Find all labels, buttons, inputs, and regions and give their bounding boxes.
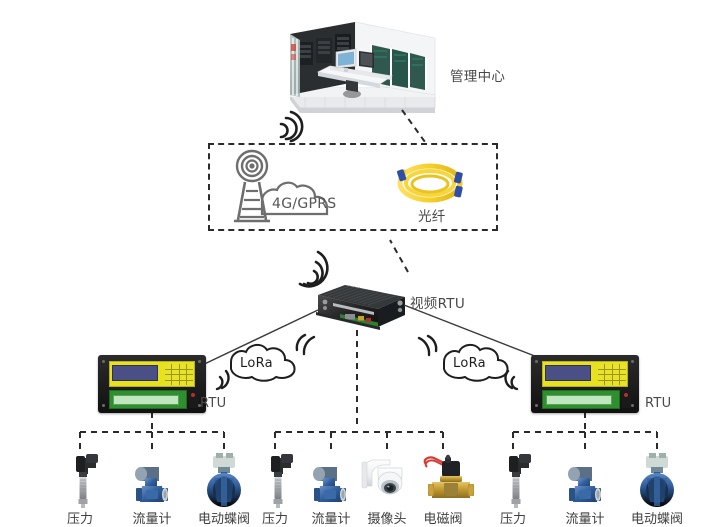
device-label: 电动蝶阀 — [197, 512, 251, 527]
device-label: 压力 — [499, 512, 527, 527]
lora-cloud-left — [230, 344, 296, 382]
lora-label-left: LoRa — [240, 356, 273, 371]
device-label: 电动蝶阀 — [630, 512, 684, 527]
device-label: 流量计 — [132, 512, 172, 527]
video-rtu-label: 视频RTU — [410, 296, 466, 312]
rtu-front-panel — [109, 361, 195, 387]
flow-meter-right — [568, 467, 601, 502]
flow-meter-middle — [313, 467, 346, 502]
fiber-optic-coil-icon — [397, 163, 463, 203]
wireless-arcs-lora-left-outer — [295, 333, 316, 356]
video-rtu-device — [316, 285, 405, 330]
butterfly-valve-left — [207, 453, 241, 507]
network-4g-label: 4G/GPRS — [272, 196, 337, 212]
management-center-label: 管理中心 — [450, 69, 506, 85]
screw — [102, 360, 105, 363]
tree-right — [512, 412, 658, 452]
rtu-terminal-strip — [113, 395, 179, 405]
rtu-front-panel — [542, 361, 628, 387]
lora-label-right: LoRa — [453, 356, 486, 371]
control-room-icon — [289, 21, 436, 113]
fiber-label: 光纤 — [418, 209, 446, 225]
rtu-lcd-display — [545, 365, 591, 381]
lora-cloud-right — [443, 344, 509, 382]
device-label: 流量计 — [311, 512, 351, 527]
tree-middle — [274, 431, 444, 452]
cell-tower-cloud-icon — [234, 149, 329, 223]
pressure-sensor-right — [509, 454, 531, 508]
screw — [198, 404, 201, 407]
wireless-signal-icon-mid — [298, 250, 329, 288]
link-room-to-fiber — [401, 109, 426, 143]
link-vrtu-to-rtu-left — [195, 309, 319, 369]
rtu-side-connector — [189, 391, 198, 408]
rtu-keypad[interactable] — [598, 364, 626, 385]
device-label: 流量计 — [565, 512, 605, 527]
rtu-side-connector — [622, 391, 631, 408]
rtu-power-led — [624, 393, 628, 397]
device-label: 压力 — [66, 512, 94, 527]
screw — [535, 404, 538, 407]
link-vrtu-to-rtu-right — [403, 304, 546, 361]
link-fiber-to-video-rtu — [389, 239, 409, 273]
flow-meter-left — [135, 467, 168, 502]
screw — [631, 404, 634, 407]
device-label: 电磁阀 — [423, 512, 463, 527]
wireless-arcs-lora-right-outer — [417, 334, 438, 357]
solenoid-valve-icon — [423, 454, 474, 498]
pressure-sensor-middle — [271, 454, 293, 508]
wireless-signal-icon-top — [279, 110, 304, 143]
rtu-terminal-block — [109, 390, 187, 409]
device-label: 压力 — [261, 512, 289, 527]
rtu-terminal-block — [542, 390, 620, 409]
rtu-left-label: RTU — [200, 396, 227, 411]
rtu-device-right[interactable] — [531, 355, 639, 413]
ptz-camera-icon — [361, 459, 403, 495]
network-box — [208, 143, 498, 231]
wireless-arcs-lora-left-inner — [215, 369, 230, 391]
wireless-arcs-lora-right-inner — [504, 369, 519, 391]
rtu-terminal-strip — [546, 395, 612, 405]
screw — [535, 360, 538, 363]
rtu-keypad[interactable] — [165, 364, 193, 385]
rtu-lcd-display — [112, 365, 158, 381]
pressure-sensor-left — [76, 454, 98, 508]
screw — [631, 360, 634, 363]
rtu-power-led — [191, 393, 195, 397]
rtu-device-left[interactable] — [98, 355, 206, 413]
screw — [102, 404, 105, 407]
device-label: 摄像头 — [367, 512, 407, 527]
rtu-right-label: RTU — [645, 396, 672, 411]
butterfly-valve-right — [640, 453, 674, 507]
tree-left — [79, 412, 225, 452]
screw — [198, 360, 201, 363]
